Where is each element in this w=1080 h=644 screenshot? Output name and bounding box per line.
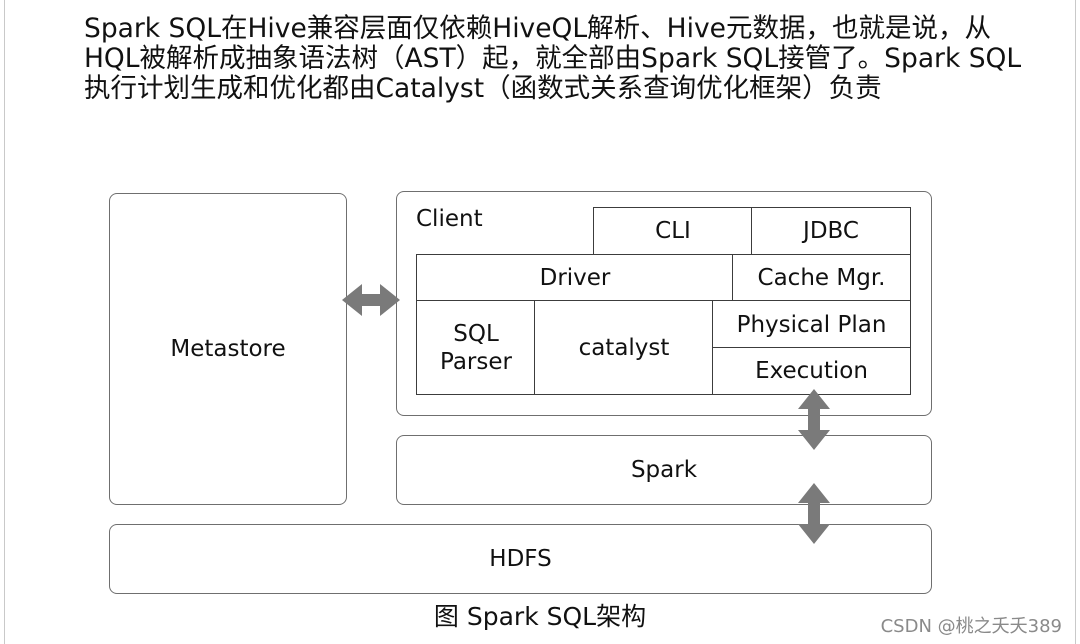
sql-parser-label-line1: SQL: [453, 320, 499, 347]
metastore-box: Metastore: [109, 193, 347, 505]
catalyst-cell: catalyst: [534, 300, 714, 395]
sql-parser-cell: SQL Parser: [416, 300, 536, 395]
cache-mgr-cell: Cache Mgr.: [732, 254, 911, 302]
hdfs-box: HDFS: [109, 524, 932, 594]
driver-cell: Driver: [416, 254, 734, 302]
driver-label: Driver: [539, 265, 611, 291]
watermark: CSDN @桃之夭夭389: [880, 616, 1062, 637]
sql-parser-label-line2: Parser: [440, 348, 512, 375]
cli-label: CLI: [655, 218, 691, 244]
jdbc-label: JDBC: [803, 218, 859, 244]
execution-cell: Execution: [712, 347, 911, 395]
client-label: Client: [416, 206, 483, 232]
hdfs-label: HDFS: [489, 546, 552, 572]
metastore-client-arrow: [342, 284, 400, 316]
page-left-edge: [4, 0, 5, 644]
spark-label: Spark: [630, 457, 698, 483]
cache-mgr-label: Cache Mgr.: [757, 265, 886, 291]
physical-plan-label: Physical Plan: [736, 311, 887, 338]
page-right-edge: [1075, 0, 1076, 644]
spark-box: Spark: [396, 435, 932, 505]
cli-cell: CLI: [593, 207, 753, 255]
execution-label: Execution: [755, 358, 868, 384]
jdbc-cell: JDBC: [751, 207, 911, 255]
figure-caption: 图 Spark SQL架构: [433, 602, 647, 631]
intro-paragraph: Spark SQL在Hive兼容层面仅依赖HiveQL解析、Hive元数据，也就…: [84, 13, 1022, 104]
physical-plan-cell: Physical Plan: [712, 300, 911, 349]
metastore-label: Metastore: [170, 336, 286, 362]
catalyst-label: catalyst: [578, 334, 670, 361]
